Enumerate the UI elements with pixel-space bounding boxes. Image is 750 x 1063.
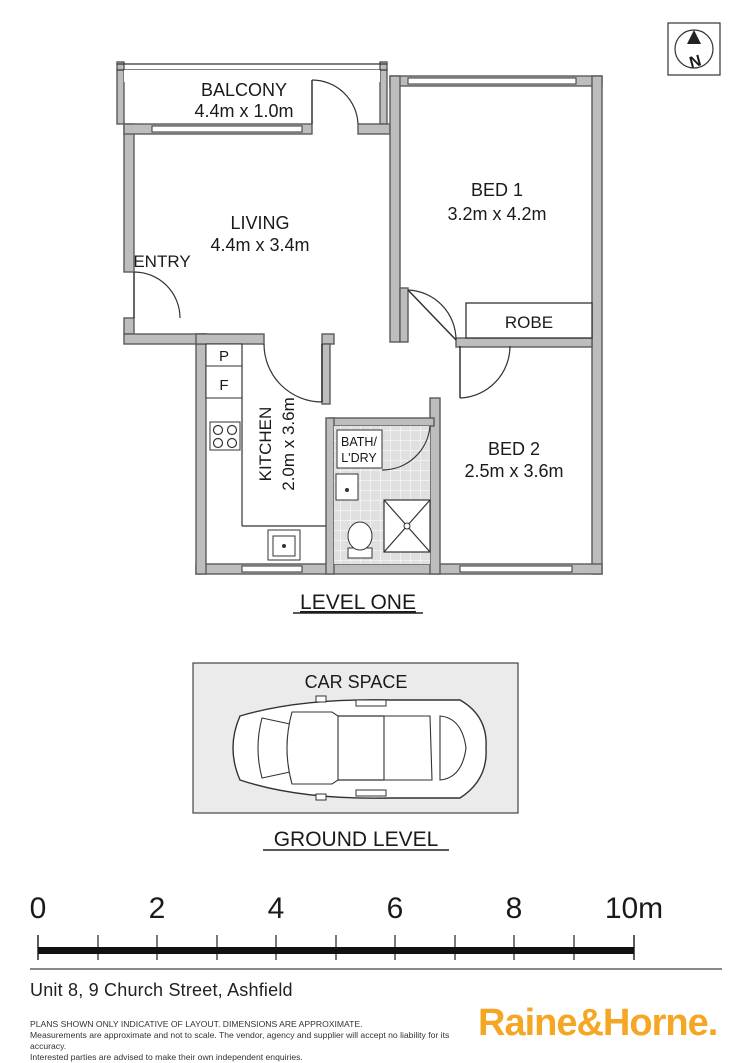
bed1-door	[407, 289, 457, 341]
shower-icon	[383, 499, 431, 553]
property-address: Unit 8, 9 Church Street, Ashfield	[30, 980, 293, 1000]
level-one-heading: LEVEL ONE	[300, 591, 416, 614]
entry-label: ENTRY	[133, 252, 190, 271]
compass-letter: N	[688, 53, 704, 72]
bed2-door	[459, 345, 511, 399]
scale-tick-2: 2	[149, 892, 166, 925]
scale-tick-10: 10m	[605, 892, 663, 925]
scale-tick-4: 4	[268, 892, 285, 925]
disclaimer-line-1: PLANS SHOWN ONLY INDICATIVE OF LAYOUT. D…	[30, 1019, 363, 1029]
fridge-label: F	[219, 377, 228, 394]
bed2-label: BED 2	[488, 439, 540, 459]
kitchen: P F KITCHEN 2.0m x 3.6m	[205, 343, 326, 561]
kitchen-size: 2.0m x 3.6m	[279, 397, 298, 491]
robe: ROBE	[465, 302, 593, 339]
balcony-label: BALCONY	[201, 80, 287, 100]
balcony-door	[311, 79, 359, 125]
toilet-icon	[347, 521, 373, 559]
entry-door	[133, 271, 181, 319]
brand-logo: Raine&Horne.	[478, 1002, 718, 1044]
living-size: 4.4m x 3.4m	[210, 235, 309, 255]
disclaimer-line-2: Measurements are approximate and not to …	[30, 1030, 450, 1051]
bed1-size: 3.2m x 4.2m	[447, 204, 546, 224]
car-icon	[232, 695, 487, 801]
kitchen-door	[263, 343, 323, 403]
scale-bar: 0 2 4 6 8 10m	[30, 892, 663, 960]
basin-icon	[335, 473, 359, 501]
bathroom: BATH/ L'DRY	[334, 425, 431, 564]
north-compass-icon: N	[667, 22, 721, 76]
bath-label-line1: BATH/	[341, 435, 377, 449]
pantry-label: P	[219, 348, 229, 365]
disclaimer: PLANS SHOWN ONLY INDICATIVE OF LAYOUT. D…	[30, 1019, 470, 1063]
scale-tick-8: 8	[506, 892, 523, 925]
balcony-room	[116, 61, 388, 125]
cooktop-icon	[209, 421, 241, 451]
ground-level-heading: GROUND LEVEL	[274, 828, 439, 851]
scale-tick-0: 0	[30, 892, 47, 925]
bath-label-line2: L'DRY	[341, 451, 377, 465]
bed1-label: BED 1	[471, 180, 523, 200]
scale-tick-6: 6	[387, 892, 404, 925]
sink-icon	[267, 529, 301, 561]
car-space: CAR SPACE	[192, 662, 519, 814]
kitchen-label: KITCHEN	[256, 407, 275, 482]
bed2-size: 2.5m x 3.6m	[464, 461, 563, 481]
robe-label: ROBE	[505, 313, 553, 332]
living-label: LIVING	[230, 213, 289, 233]
balcony-size: 4.4m x 1.0m	[194, 101, 293, 121]
car-space-label: CAR SPACE	[305, 672, 408, 692]
disclaimer-line-3: Interested parties are advised to make t…	[30, 1052, 303, 1062]
